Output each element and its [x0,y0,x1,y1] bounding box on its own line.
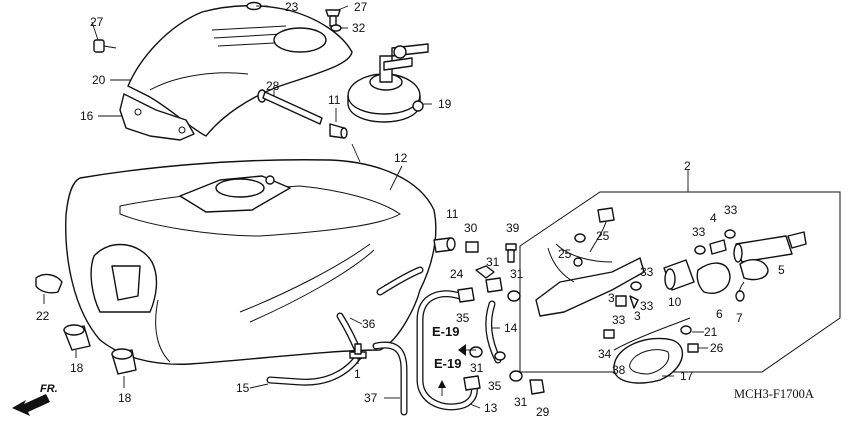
callout-37: 37 [364,391,378,405]
callout-4: 4 [710,211,717,225]
diagram-code: MCH3-F1700A [734,387,814,401]
callout-31-a: 31 [486,255,500,269]
callout-18-front: 18 [70,361,84,375]
washer-31-lower[interactable] [469,346,523,382]
callout-38: 38 [612,363,626,377]
pump-wire-lead[interactable] [735,281,745,302]
callout-23: 23 [285,0,299,14]
callout-28: 28 [266,79,280,93]
fuel-pump-motor[interactable] [733,231,807,263]
callout-32: 32 [352,21,366,35]
collar-lower[interactable] [433,237,456,253]
callout-29: 29 [536,405,550,419]
callout-35-lower: 35 [488,379,502,393]
pump-screw[interactable] [573,257,583,267]
collar-upper[interactable] [329,123,348,139]
bolt-39[interactable] [505,243,517,263]
rubber-block[interactable] [35,273,63,294]
callout-5: 5 [778,263,785,277]
tank-mount-rubber-front[interactable] [63,324,91,351]
callout-12: 12 [394,151,408,165]
callout-13: 13 [484,401,498,415]
callout-7: 7 [736,311,743,325]
callout-31-b: 31 [510,267,524,281]
callout-31-d: 31 [514,395,528,409]
callout-25-lower: 25 [558,247,572,261]
callout-27-top: 27 [354,0,368,14]
callout-26: 26 [710,341,724,355]
hose-clamp-lower[interactable] [463,375,481,391]
callout-33-bottom: 33 [612,313,626,327]
cap-nut-29[interactable] [529,379,545,395]
breather-hose[interactable] [266,350,364,386]
callout-10: 10 [668,295,682,309]
callout-1: 1 [354,367,361,381]
fuel-pump-assembly-frame [519,191,841,373]
callout-numbers: 27 23 27 32 20 16 28 11 19 12 2 11 30 39… [36,0,785,419]
pump-plate-gasket[interactable] [613,317,691,351]
cover-bolt-left[interactable] [93,39,117,53]
drain-hose[interactable] [376,266,424,296]
pump-set-plate[interactable] [613,337,684,384]
nut-24[interactable] [475,265,495,279]
pump-grommet[interactable] [574,233,586,243]
pump-small-parts[interactable] [603,229,736,353]
callout-36: 36 [362,317,376,331]
reference-label-lower[interactable]: E-19 [434,356,461,396]
callout-35-upper: 35 [456,311,470,325]
callout-31-c: 31 [470,361,484,375]
callout-3-lower: 3 [634,309,641,323]
ref-e19-upper: E-19 [432,324,459,339]
pump-bracket[interactable] [535,207,645,317]
callout-15: 15 [236,381,250,395]
callout-25-upper: 25 [596,229,610,243]
front-label: FR. [40,383,58,395]
callout-11-lower: 11 [446,207,459,221]
fuel-return-hose[interactable] [416,290,478,411]
callout-34: 34 [598,347,612,361]
three-way-joint[interactable] [349,343,367,359]
callout-33-lower: 33 [640,299,654,313]
callout-17: 17 [680,369,694,383]
callout-39: 39 [506,221,520,235]
fuel-feed-hose[interactable] [485,300,502,364]
callout-14: 14 [504,321,518,335]
callout-33-top: 33 [724,203,738,217]
callout-20: 20 [92,73,106,87]
fuel-tank[interactable] [65,159,437,365]
reference-label-upper[interactable]: E-19 [432,324,476,356]
callout-27-left: 27 [90,15,104,29]
leader-lines [43,5,708,409]
callout-2: 2 [684,159,691,173]
cover-nut[interactable] [330,24,342,32]
long-bolt[interactable] [257,89,323,125]
callout-6: 6 [716,307,723,321]
pump-strainer[interactable] [739,259,769,281]
callout-22: 22 [36,309,50,323]
washer-30[interactable] [465,241,479,253]
front-arrow: FR. [12,383,58,416]
callout-19: 19 [438,97,452,111]
callout-30: 30 [464,221,478,235]
hose-fitting[interactable] [485,277,521,302]
ref-e19-lower: E-19 [434,356,461,371]
callout-16: 16 [80,109,94,123]
fuel-filler-cap[interactable] [347,43,429,123]
tank-mount-rubber-rear[interactable] [111,348,137,375]
callout-21: 21 [704,325,718,339]
lower-breather-hose[interactable] [372,341,408,416]
callout-3-upper: 3 [608,291,615,305]
callout-33-left: 33 [640,265,654,279]
callout-11-upper: 11 [328,93,341,107]
pump-holder[interactable] [696,262,731,294]
cover-bolt-top[interactable] [325,9,341,27]
callout-18-rear: 18 [118,391,132,405]
callout-24: 24 [450,267,464,281]
tank-top-cover[interactable] [127,5,353,137]
fuel-filter[interactable] [663,259,695,291]
hose-clamp-upper[interactable] [457,287,475,303]
callout-33-mid: 33 [692,225,706,239]
